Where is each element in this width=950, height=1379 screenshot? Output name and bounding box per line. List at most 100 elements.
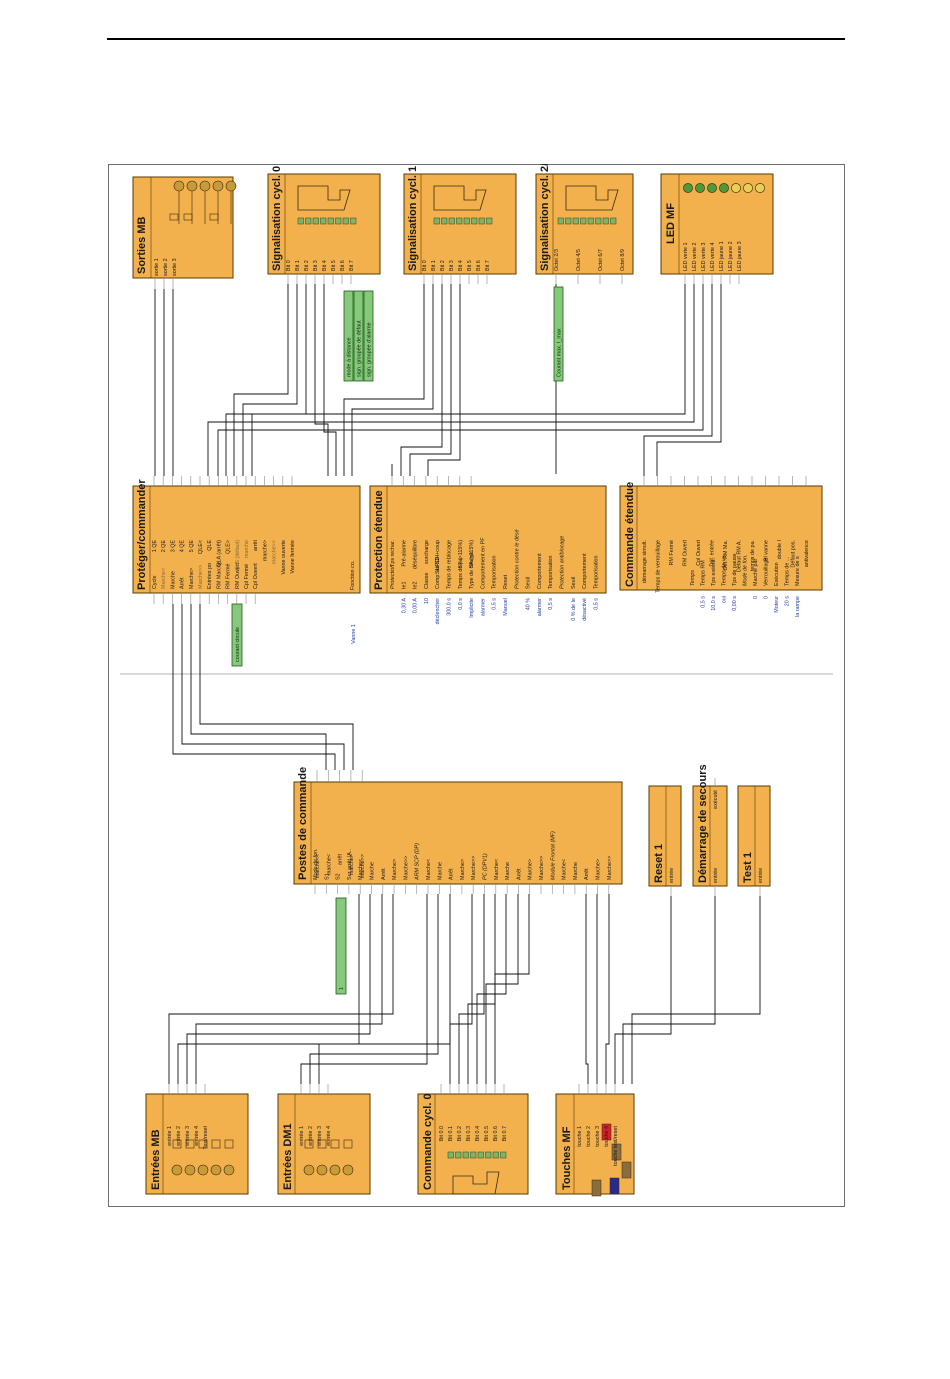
bit-indicator-icon (335, 217, 342, 225)
input-contact-icon (184, 1164, 196, 1176)
key-button-icon[interactable] (611, 1143, 622, 1161)
postes-input: Marche>> (403, 856, 409, 880)
green-label-alarme-text: sign. groupée d'alarme (367, 322, 373, 377)
entrees-dm1-pin: entrée 2 (308, 1126, 314, 1146)
postes-input: Marche (505, 862, 511, 880)
signal-wire (233, 284, 289, 476)
page-rule (107, 38, 845, 40)
signal-wire (458, 894, 485, 1084)
signal-wire (168, 894, 394, 1084)
commande-param-label: Verrouillage (764, 558, 770, 586)
sorties-mb-pin: sortie 3 (172, 258, 178, 276)
bit-indicator-icon (350, 217, 357, 225)
block-reset-1-title: Reset 1 (653, 844, 665, 883)
input-contact-icon (171, 1164, 183, 1176)
block-commande-etendue-body (619, 485, 823, 591)
key-button-icon[interactable] (621, 1161, 632, 1179)
signal-wire (300, 894, 428, 1084)
bit-indicator-icon (565, 217, 572, 225)
commande-output: Cpl Ouvert (696, 539, 702, 565)
signal-wire (181, 604, 345, 770)
commande-output: BI vanne (764, 540, 770, 561)
commande-param-label: Tps exécut. (711, 558, 717, 586)
key-button-icon[interactable] (601, 1123, 612, 1141)
bit-indicator-icon (557, 217, 564, 225)
protection-param-label: Classe (424, 573, 430, 589)
touches-mf-pin: touche 3 (595, 1126, 601, 1147)
commande-cycl-pin: Bit 0.5 (484, 1126, 490, 1141)
led-mf-pin: LED verte 3 (701, 243, 707, 271)
proteger-input: Marche (170, 571, 176, 589)
input-contact-icon (223, 1164, 235, 1176)
bit-indicator-icon (610, 217, 617, 225)
proteger-output: QLE> (226, 540, 232, 554)
postes-input: Marche>> (607, 856, 613, 880)
protection-param-label: Ie1 (401, 582, 407, 590)
proteger-output: 1 QE (152, 540, 158, 553)
input-contact-icon (342, 1164, 354, 1176)
proteger-input: Marche> (189, 568, 195, 589)
bit-indicator-icon (342, 217, 349, 225)
protection-param-value: 0,30 A (401, 598, 407, 614)
touches-mf-pin: touche 4 (604, 1126, 610, 1147)
input-switch-icon (172, 1139, 182, 1149)
input-contact-icon (210, 1164, 222, 1176)
block-test-1-pin: entrée (758, 868, 764, 883)
touches-mf-pin: touche test/reset (613, 1126, 619, 1166)
touches-mf-title: Touches MF (561, 1126, 573, 1190)
postes-input: Marche>> (471, 856, 477, 880)
input-contact-icon (316, 1164, 328, 1176)
commande-cycl-pin: Bit 0.4 (475, 1126, 481, 1141)
key-test-reset-icon[interactable] (609, 1177, 620, 1195)
input-contact-icon (329, 1164, 341, 1176)
commande-param-label: Marche par (753, 559, 759, 586)
postes-input: Marche> (392, 859, 398, 880)
bit-indicator-icon (327, 217, 334, 225)
led-green-icon (719, 183, 729, 193)
proteger-input: Cpl Fermé (244, 564, 250, 589)
relay-contact-icon (225, 180, 237, 192)
protection-param-label: Temporisation (548, 555, 554, 589)
bit-indicator-icon (602, 217, 609, 225)
proteger-output: Vanne fermée (290, 540, 296, 573)
postes-input: Marche (370, 862, 376, 880)
proteger-output: 5 QE (189, 540, 195, 553)
led-green-icon (695, 183, 705, 193)
entrees-dm1-pin: entrée 3 (317, 1126, 323, 1146)
protection-param-value: 10 (424, 598, 430, 604)
signal-wire (485, 894, 519, 1084)
protection-output: blocage (447, 540, 453, 559)
block-sorties-mb-body (132, 176, 234, 279)
entrees-dm1-title: Entrées DM1 (282, 1123, 294, 1190)
protection-param-value: désactivé (582, 598, 588, 621)
proteger-input: RM Fermé (226, 564, 232, 589)
proteger-input: Arrêt (180, 577, 186, 589)
bit-indicator-icon (492, 1151, 499, 1159)
key-button-icon[interactable] (591, 1179, 602, 1197)
block-test-1-body (737, 785, 771, 887)
input-switch-icon (198, 1139, 208, 1149)
proteger-input: Cycle (152, 576, 158, 589)
block-sig-cycl-0-pin: Bit 2 (304, 260, 310, 271)
block-protection-etendue-body (369, 485, 607, 594)
relay-contact-icon (186, 180, 198, 192)
commande-param-label: Temps de ... (785, 557, 791, 586)
green-label-s1 (335, 897, 347, 995)
postes-output: marche> (349, 854, 355, 875)
